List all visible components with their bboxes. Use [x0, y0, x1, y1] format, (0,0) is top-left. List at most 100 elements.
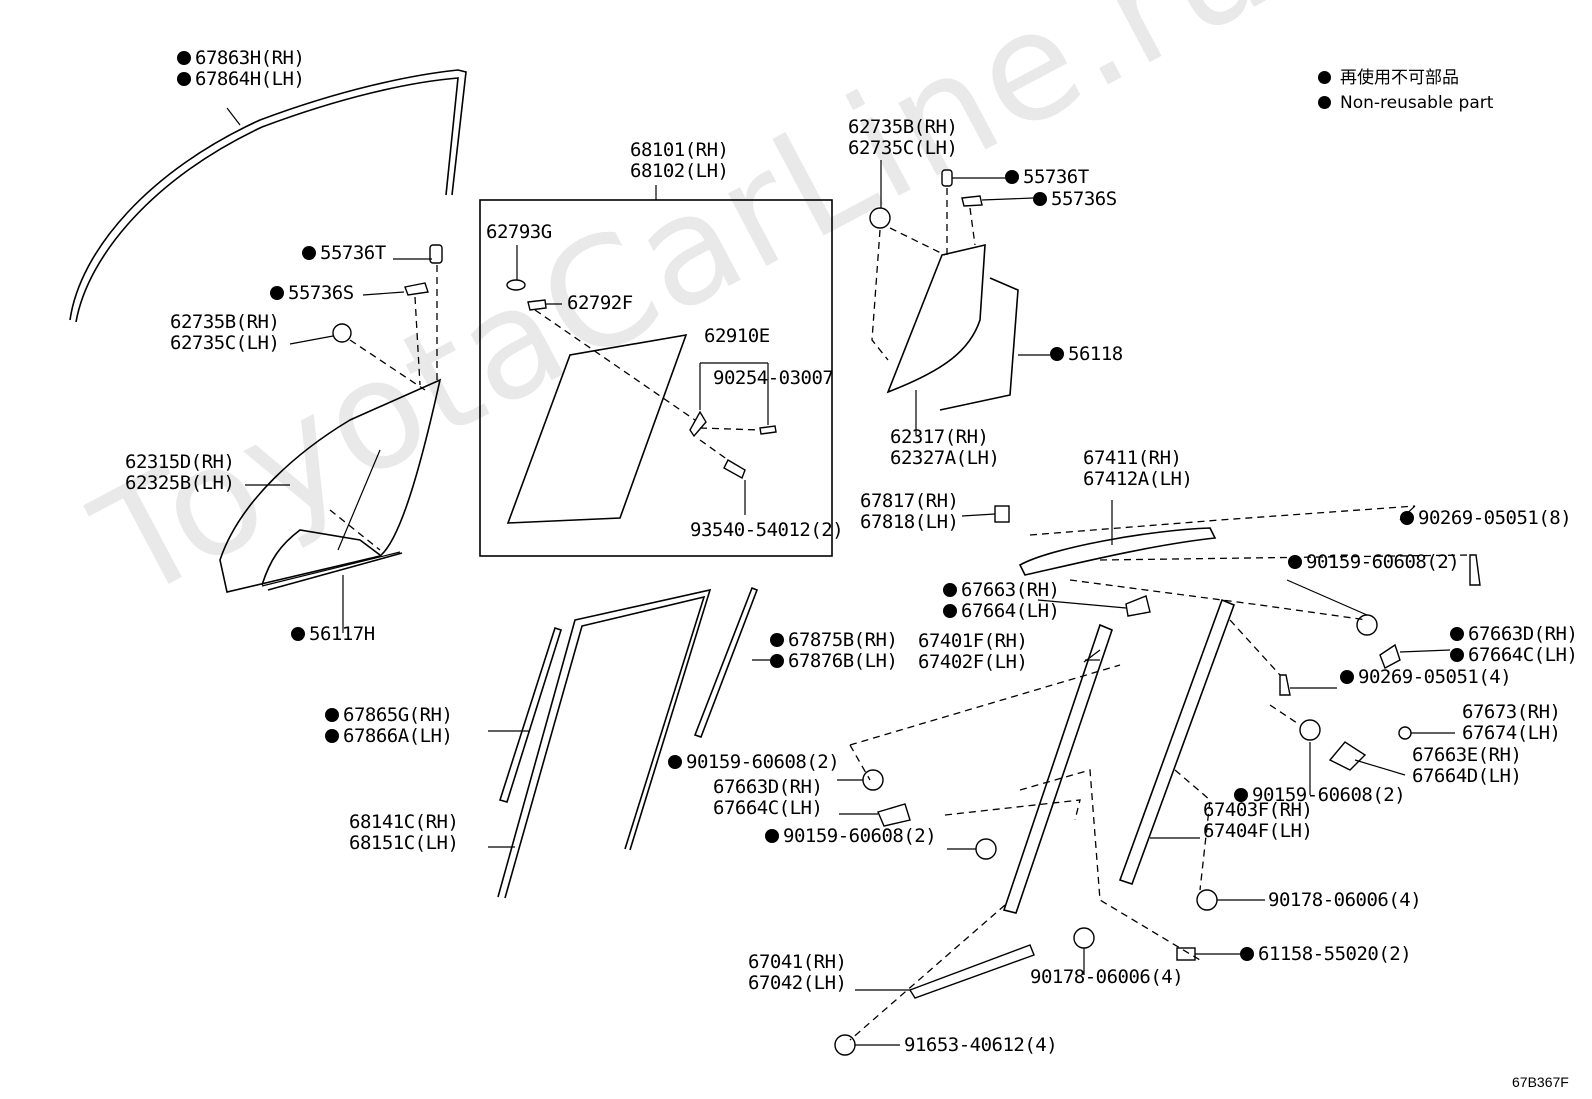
part-number-text: 67042(LH): [748, 972, 847, 994]
cushion-67663d-a: [1379, 643, 1401, 669]
part-label-l90269-4: 90269-05051(4): [1340, 666, 1512, 688]
part-label-l67041: 67041(RH)67042(LH): [748, 952, 847, 994]
part-label-l68141c: 68141C(RH)68151C(LH): [349, 812, 459, 854]
part-number-text: 90159-60608(2): [1252, 784, 1406, 806]
part-number-line: 67664C(LH): [1450, 645, 1578, 666]
part-number-line: 90159-60608(2): [765, 825, 937, 847]
part-number-line: 67817(RH): [860, 491, 959, 512]
part-number-text: 67412A(LH): [1083, 468, 1193, 490]
part-number-line: 91653-40612(4): [904, 1034, 1058, 1056]
cushion-67663: [1125, 595, 1151, 617]
part-number-text: 90159-60608(2): [1306, 551, 1460, 573]
bumper-67817: [994, 505, 1010, 523]
part-number-text: 90254-03007: [713, 367, 834, 389]
grommet-62735b-a: [332, 323, 352, 343]
part-label-l67875b: 67875B(RH)67876B(LH): [770, 630, 898, 672]
part-number-line: 67401F(RH): [918, 630, 1028, 652]
legend-item-en: Non-reusable part: [1318, 91, 1493, 116]
part-number-line: 62325B(LH): [125, 472, 235, 494]
nonreusable-dot-icon: [943, 583, 957, 597]
part-number-text: 62910E: [704, 325, 770, 347]
part-number-line: 55736S: [1033, 189, 1117, 210]
clip-55736t-b: [941, 169, 953, 187]
bumper-62793g: [506, 279, 526, 291]
part-label-l67863h: 67863H(RH)67864H(LH): [177, 48, 305, 90]
part-label-l67865g: 67865G(RH)67866A(LH): [325, 705, 453, 747]
moulding-67875b: [693, 586, 759, 739]
part-number-text: 67866A(LH): [343, 725, 453, 747]
part-number-text: 90159-60608(2): [783, 825, 937, 847]
part-number-text: 62735C(LH): [848, 137, 958, 159]
part-number-text: 62735C(LH): [170, 332, 280, 354]
bolt-90159-d: [1299, 719, 1321, 741]
part-number-text: 67818(LH): [860, 511, 959, 533]
part-number-line: 67865G(RH): [325, 705, 453, 726]
part-number-line: 90269-05051(4): [1340, 666, 1512, 688]
part-label-l67663d-b: 67663D(RH)67664C(LH): [713, 777, 823, 819]
part-label-l62910e: 62910E: [704, 326, 770, 347]
part-number-text: 62325B(LH): [125, 472, 235, 494]
moulding-67865g: [498, 626, 562, 803]
part-number-line: 67818(LH): [860, 511, 959, 533]
part-number-text: 91653-40612(4): [904, 1034, 1058, 1056]
part-number-text: 67402F(LH): [918, 651, 1028, 673]
part-number-line: 67411(RH): [1083, 448, 1192, 469]
part-number-text: 68101(RH): [630, 139, 729, 161]
part-label-l67663d-a: 67663D(RH)67664C(LH): [1450, 624, 1578, 666]
part-number-line: 90269-05051(8): [1400, 508, 1572, 529]
part-number-line: 68141C(RH): [349, 812, 459, 833]
part-number-line: 62735C(LH): [170, 332, 280, 354]
nonreusable-dot-icon: [770, 633, 784, 647]
nonreusable-dot-icon: [1050, 347, 1064, 361]
part-number-text: 67673(RH): [1462, 701, 1561, 723]
part-number-text: 67401F(RH): [918, 630, 1028, 652]
part-number-text: 67664(LH): [961, 600, 1060, 622]
part-number-line: 90254-03007: [713, 367, 834, 389]
clip-61158: [1176, 947, 1196, 961]
part-number-text: 55736T: [320, 242, 386, 264]
part-number-line: 90159-60608(2): [1234, 784, 1406, 806]
part-number-text: 90269-05051(4): [1358, 666, 1512, 688]
part-number-line: 93540-54012(2): [690, 519, 844, 541]
nonreusable-dot-icon: [1400, 511, 1414, 525]
part-number-text: 67876B(LH): [788, 650, 898, 672]
part-number-line: 67875B(RH): [770, 630, 898, 651]
part-number-line: 55736T: [1005, 167, 1089, 188]
part-number-text: 67663(RH): [961, 579, 1060, 601]
part-number-line: 67404F(LH): [1203, 821, 1313, 842]
nonreusable-dot-icon: [1240, 947, 1254, 961]
dashed-guides-box: [516, 245, 769, 515]
nonreusable-dot-icon: [291, 627, 305, 641]
dashed-guides-lower: [849, 505, 1471, 1041]
part-number-line: 90159-60608(2): [1288, 551, 1460, 573]
part-number-line: 67663E(RH): [1412, 745, 1522, 766]
part-number-text: 67864H(LH): [195, 68, 305, 90]
glass-run-strip: [267, 552, 403, 591]
part-number-line: 55736T: [302, 243, 386, 264]
nonreusable-dot-icon: [270, 286, 284, 300]
part-label-l67673: 67673(RH)67674(LH): [1462, 701, 1561, 744]
nonreusable-dot-icon: [1234, 788, 1248, 802]
part-number-text: 62735B(RH): [170, 311, 280, 333]
part-number-line: 67863H(RH): [177, 48, 305, 69]
nut-90178-b: [1073, 927, 1095, 949]
part-number-text: 67664D(LH): [1412, 765, 1522, 787]
part-number-text: 62315D(RH): [125, 451, 235, 473]
clip-62792f: [527, 299, 547, 311]
bolt-90159-c: [975, 838, 997, 860]
grommet-62735b-b: [869, 207, 891, 229]
part-label-l67403f: 67403F(RH)67404F(LH): [1203, 800, 1313, 842]
part-number-text: 93540-54012(2): [690, 519, 844, 541]
part-number-text: 68102(LH): [630, 160, 729, 182]
legend-item-jp: 再使用不可部品: [1318, 66, 1493, 91]
part-label-l61158: 61158-55020(2): [1240, 943, 1412, 965]
legend: 再使用不可部品 Non-reusable part: [1318, 66, 1493, 116]
part-label-l90159-b: 90159-60608(2): [668, 752, 840, 773]
part-number-text: 55736S: [1051, 188, 1117, 210]
part-number-text: 90178-06006(4): [1030, 966, 1184, 988]
part-number-text: 61158-55020(2): [1258, 943, 1412, 965]
cushion-67663e: [1328, 741, 1367, 771]
part-label-l67817: 67817(RH)67818(LH): [860, 491, 959, 533]
part-label-l90159-c: 90159-60608(2): [765, 825, 937, 847]
screw-90269-4: [1279, 674, 1291, 696]
